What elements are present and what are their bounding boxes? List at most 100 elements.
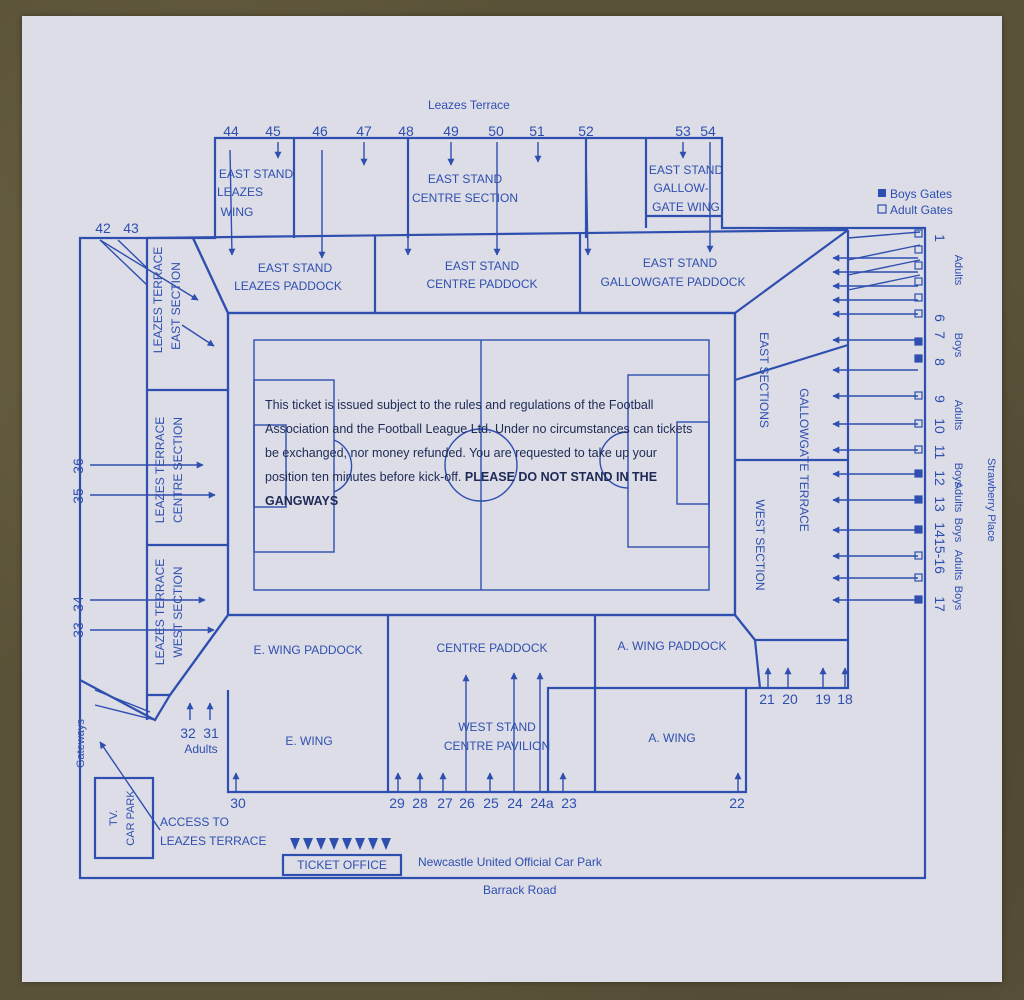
label-east-stand-gallowgate-1: EAST STAND <box>649 163 724 177</box>
label-official-car-park: Newcastle United Official Car Park <box>418 855 603 869</box>
label-leazes-east-1: LEAZES TERRACE <box>151 247 165 353</box>
gate-number-bottom: 31 <box>203 725 219 741</box>
gate-number-top-left: 43 <box>123 220 139 236</box>
gate-type-label: Boys <box>952 463 964 488</box>
terms-text: This ticket is issued subject to the rul… <box>265 398 693 484</box>
gate-number-right: 14 <box>932 522 948 538</box>
ticket-office-arrows <box>290 838 391 850</box>
label-access-1: ACCESS TO <box>160 815 229 829</box>
right-gate-boxes <box>914 229 923 604</box>
outer-boundary <box>78 136 927 880</box>
label-a-wing-paddock: A. WING PADDOCK <box>617 639 726 653</box>
label-a-wing: A. WING <box>648 731 695 745</box>
gate-number-right: 6 <box>932 314 948 322</box>
label-leazes-east-2: EAST SECTION <box>169 262 183 350</box>
label-east-paddock-centre-1: EAST STAND <box>445 259 520 273</box>
gate-number-bottom: 28 <box>412 795 428 811</box>
leazes-corner-lines <box>99 239 148 286</box>
gate-number-top: 47 <box>356 123 372 139</box>
label-east-paddock-leazes-1: EAST STAND <box>258 261 333 275</box>
street-label-top: Leazes Terrace <box>428 98 510 112</box>
gate-number-bottom: 27 <box>437 795 453 811</box>
gate-number-top: 45 <box>265 123 281 139</box>
leazes-lower-edge <box>79 679 172 722</box>
right-penalty-arc <box>599 431 629 489</box>
label-e-wing: E. WING <box>285 734 332 748</box>
gate-number-top: 50 <box>488 123 504 139</box>
gate-number-left: 33 <box>70 622 86 638</box>
gate-type-label: Boys <box>952 586 964 611</box>
gate-number-right: 8 <box>932 358 948 366</box>
label-leazes-centre-2: CENTRE SECTION <box>171 417 185 523</box>
gate-number-bottom: 25 <box>483 795 499 811</box>
gate-number-bottom: 24 <box>507 795 523 811</box>
gate-number-bottom: 24a <box>530 795 554 811</box>
gate-number-right: 12 <box>932 470 948 486</box>
label-east-stand-gallowgate-3: GATE WING <box>652 200 720 214</box>
gate-number-left: 34 <box>70 596 86 612</box>
gate-type-label: Adults <box>952 482 964 513</box>
street-label-bottom: Barrack Road <box>483 883 556 897</box>
label-east-stand-centre-2: CENTRE SECTION <box>412 191 518 205</box>
gate-number-top: 52 <box>578 123 594 139</box>
gate-number-top: 46 <box>312 123 328 139</box>
label-gallowgate-east: EAST SECTIONS <box>757 332 771 428</box>
gate-number-top-left: 42 <box>95 220 111 236</box>
gate-number-bottom: 21 <box>759 691 775 707</box>
label-east-paddock-centre-2: CENTRE PADDOCK <box>426 277 537 291</box>
gate-number-left: 36 <box>70 458 86 474</box>
gate-number-top: 48 <box>398 123 414 139</box>
gate-number-bottom: 26 <box>459 795 475 811</box>
gate-number-right: 17 <box>932 596 948 612</box>
gate-number-bottom: 32 <box>180 725 196 741</box>
label-leazes-west-2: WEST SECTION <box>171 566 185 657</box>
label-e-wing-paddock: E. WING PADDOCK <box>253 643 362 657</box>
legend-adults-swatch <box>877 204 887 214</box>
label-east-stand-leazes-wing-1: EAST STAND <box>219 167 294 181</box>
label-east-stand-leazes-wing-3: WING <box>221 205 254 219</box>
label-east-paddock-leazes-2: LEAZES PADDOCK <box>234 279 342 293</box>
right-goal-box <box>676 421 710 505</box>
gate-arrows <box>90 142 918 831</box>
gate-number-bottom: 30 <box>230 795 246 811</box>
gate-number-right: 7 <box>932 331 948 339</box>
label-tv-car-park-1: TV. <box>108 810 120 826</box>
gallowgate-inner <box>733 313 756 641</box>
gallowgate-fan-lines <box>847 231 921 291</box>
label-gallowgate-terrace: GALLOWGATE TERRACE <box>797 388 811 532</box>
gallowgate-div-1 <box>734 343 849 382</box>
legend-boys-swatch <box>878 189 886 197</box>
gate-number-top: 49 <box>443 123 459 139</box>
left-penalty-arc <box>333 439 353 493</box>
gateway-lines <box>94 689 156 721</box>
label-east-stand-gallowgate-2: GALLOW- <box>653 181 708 195</box>
gate-number-right: 10 <box>932 418 948 434</box>
gate-type-label: Boys <box>952 518 964 543</box>
gate-type-label: Adults <box>952 550 964 581</box>
gate-type-adults-31: Adults <box>184 742 217 756</box>
west-stand-outline <box>226 640 850 794</box>
label-east-paddock-gallowgate-1: EAST STAND <box>643 256 718 270</box>
gate-type-label: Adults <box>952 255 964 286</box>
gate-number-bottom: 29 <box>389 795 405 811</box>
terms-warning: PLEASE DO NOT STAND IN THE GANGWAYS <box>265 470 658 508</box>
ticket-terms: This ticket is issued subject to the rul… <box>265 393 695 513</box>
gate-number-bottom: 20 <box>782 691 798 707</box>
gate-number-bottom: 22 <box>729 795 745 811</box>
label-access-2: LEAZES TERRACE <box>160 834 266 848</box>
label-leazes-centre-1: LEAZES TERRACE <box>153 417 167 523</box>
west-paddock-outline <box>169 613 762 696</box>
label-west-stand-2: CENTRE PAVILION <box>444 739 550 753</box>
gate-number-top: 51 <box>529 123 545 139</box>
gate-number-top: 44 <box>223 123 239 139</box>
label-east-paddock-gallowgate-2: GALLOWGATE PADDOCK <box>601 275 746 289</box>
centre-circle <box>444 428 518 502</box>
label-ticket-office: TICKET OFFICE <box>297 858 387 872</box>
label-east-stand-leazes-wing-2: LEAZES <box>217 185 263 199</box>
label-leazes-west-1: LEAZES TERRACE <box>153 559 167 665</box>
gate-number-right: 13 <box>932 496 948 512</box>
gate-number-left: 35 <box>70 488 86 504</box>
legend-boys-label: Boys Gates <box>890 187 952 201</box>
legend-adults-label: Adult Gates <box>890 203 953 217</box>
